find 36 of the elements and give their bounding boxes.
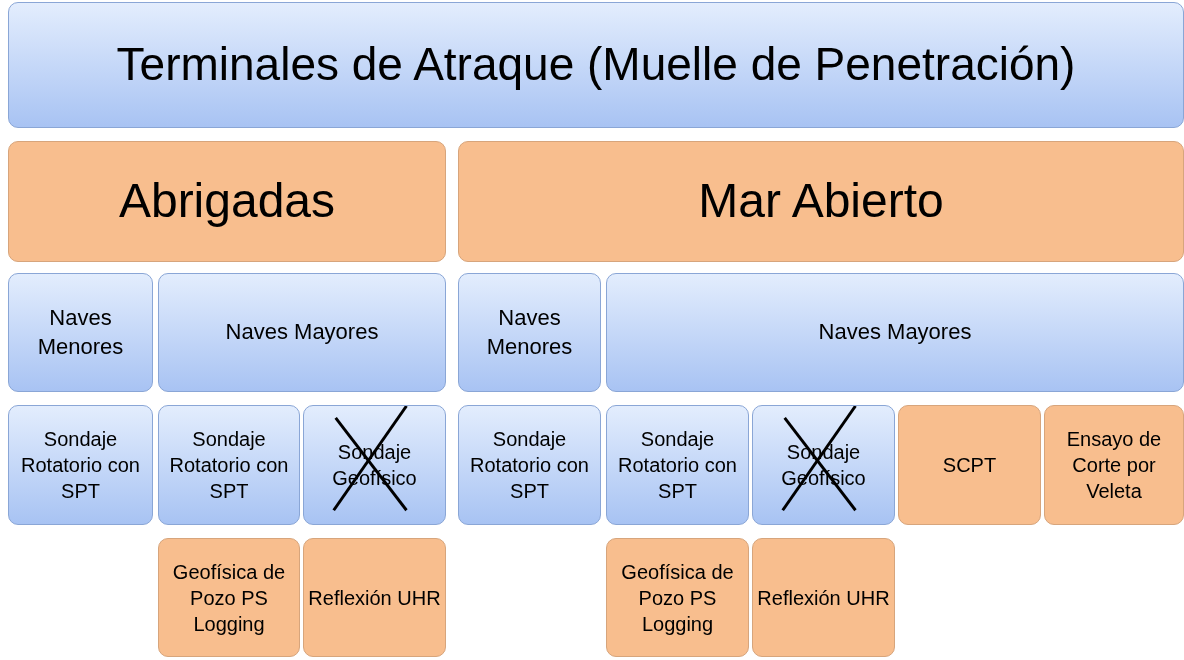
category-box [606, 273, 1184, 392]
category-box [8, 273, 153, 392]
category-box [458, 273, 601, 392]
box-label: Naves Mayores [818, 318, 972, 347]
box-label: Reflexión UHR [757, 585, 890, 611]
category-box [8, 141, 446, 262]
box-label: Reflexión UHR [308, 585, 441, 611]
box-label: Sondaje Rotatorio con SPT [469, 427, 590, 504]
box-label: Naves Mayores [225, 318, 379, 347]
method-box [303, 538, 446, 657]
method-box [303, 405, 446, 525]
method-box [606, 405, 749, 525]
method-box [752, 405, 895, 525]
box-label: Geofísica de Pozo PS Logging [171, 559, 287, 637]
method-box [1044, 405, 1184, 525]
title-box [8, 2, 1184, 128]
box-label: Ensayo de Corte por Veleta [1065, 427, 1163, 504]
category-box [458, 141, 1184, 262]
box-label: Mar Abierto [698, 173, 944, 230]
box-label: SCPT [942, 453, 997, 478]
method-box [158, 405, 300, 525]
box-label: Terminales de Atraque (Muelle de Penetración) [116, 37, 1076, 93]
box-label: Abrigadas [118, 173, 336, 230]
box-label: Sondaje Rotatorio con SPT [20, 427, 141, 504]
box-label: Sondaje Rotatorio con SPT [617, 427, 738, 504]
category-box [158, 273, 446, 392]
method-box [158, 538, 300, 657]
box-label: Geofísica de Pozo PS Logging [620, 559, 735, 637]
box-label: Naves Menores [36, 303, 125, 361]
box-label: Naves Menores [485, 303, 574, 361]
method-box [752, 538, 895, 657]
method-box [8, 405, 153, 525]
box-label: Sondaje Rotatorio con SPT [168, 427, 290, 504]
method-box [898, 405, 1041, 525]
method-box [606, 538, 749, 657]
method-box [458, 405, 601, 525]
